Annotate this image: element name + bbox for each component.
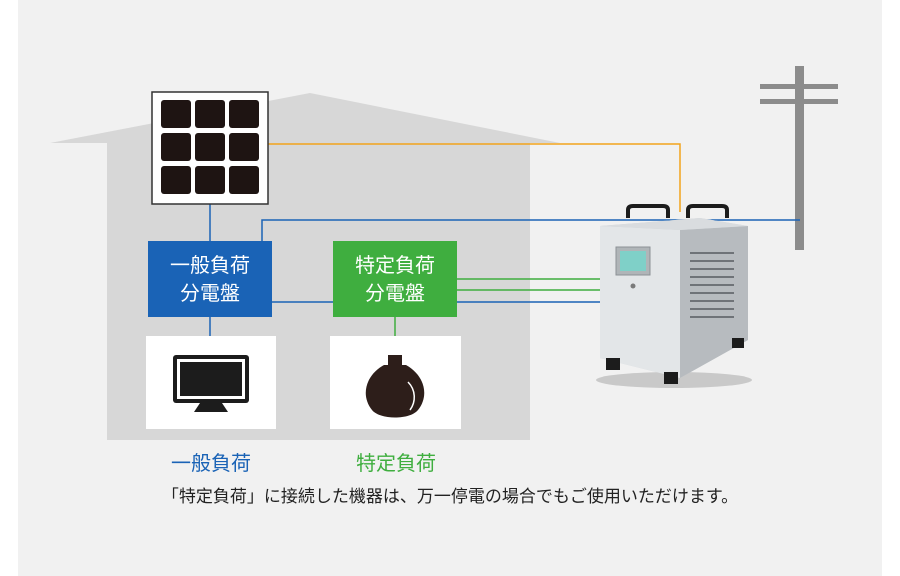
specific-load-distribution-board: 特定負荷 分電盤 [333,241,457,317]
utility-pole-icon [760,66,838,250]
battery-unit-icon [596,204,752,388]
house-shape [50,93,560,440]
wire-battery-to-grid [261,219,800,241]
general-load-box [146,336,276,429]
television-icon [173,355,249,412]
general-load-distribution-board: 一般負荷 分電盤 [148,241,272,317]
general-board-line2: 分電盤 [180,281,240,305]
specific-board-line2: 分電盤 [365,281,425,305]
caption-text: 「特定負荷」に接続した機器は、万一停電の場合でもご使用いただけます。 [161,487,739,507]
wire-solar-to-battery [262,143,681,212]
general-board-line1: 一般負荷 [170,253,250,277]
general-load-label: 一般負荷 [171,451,251,475]
solar-panel-icon [151,91,269,205]
specific-load-label: 特定負荷 [356,451,436,475]
specific-board-line1: 特定負荷 [355,253,435,277]
light-bulb-icon [365,355,425,418]
specific-load-box [330,336,461,429]
